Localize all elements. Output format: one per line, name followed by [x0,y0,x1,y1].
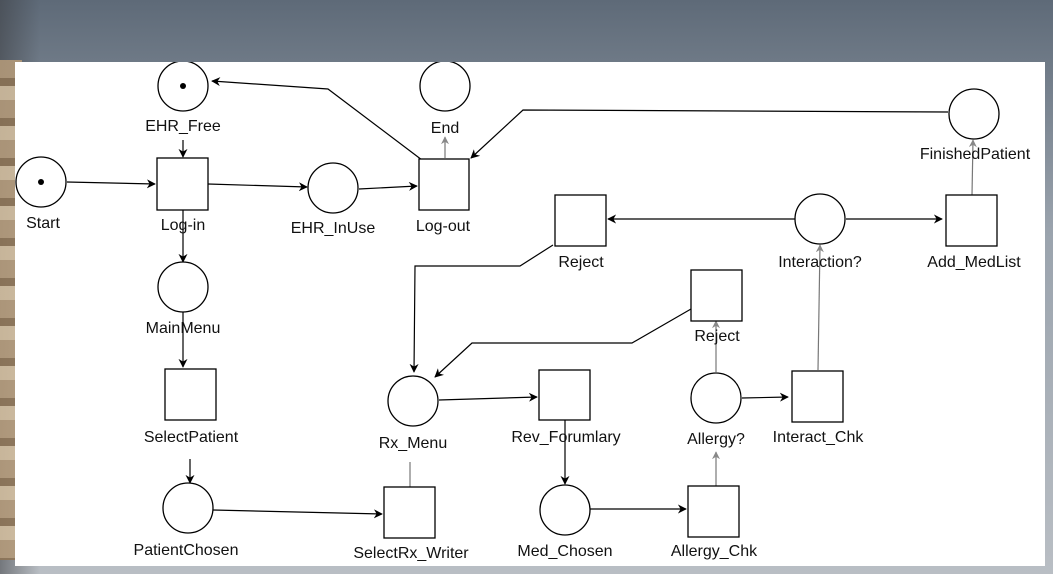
label-ehr-inuse: EHR_InUse [291,220,376,237]
label-ehr-free: EHR_Free [145,118,221,135]
arc-ehr-inuse-to-logout [359,186,417,189]
place-med-chosen[interactable] [540,485,590,535]
label-select-patient: SelectPatient [144,429,239,446]
label-login: Log-in [161,217,205,234]
label-interaction-q: Interaction? [778,254,862,271]
arc-reject-to-rx-menu-2 [414,245,553,372]
label-rx-menu: Rx_Menu [379,435,447,452]
label-rev-formulary: Rev_Forumlary [511,429,620,446]
token-ehr-free [180,83,186,89]
arc-finished-patient-to-logout [471,110,948,158]
arc-patient-chosen-to-select-rx-writer [213,510,382,514]
label-reject-1: Reject [558,254,604,271]
place-main-menu[interactable] [158,262,208,312]
transition-login[interactable] [157,158,208,210]
label-select-rx-writer: SelectRx_Writer [353,545,469,562]
place-patient-chosen[interactable] [163,483,213,533]
token-start [38,179,44,185]
petri-net-canvas[interactable]: EHR_Free Start Log-in EHR_InUse End Log-… [15,62,1045,566]
label-finished-patient: FinishedPatient [920,146,1031,163]
arc-reject-to-rx-menu [435,309,691,377]
label-allergy-q: Allergy? [687,431,745,448]
place-rx-menu[interactable] [388,376,438,426]
place-allergy-q[interactable] [691,373,741,423]
place-end[interactable] [420,62,470,111]
place-finished-patient[interactable] [949,89,999,139]
transition-logout[interactable] [419,159,469,210]
transition-rev-formulary[interactable] [539,370,590,420]
place-interaction-q[interactable] [795,194,845,244]
label-add-medlist: Add_MedList [927,254,1021,271]
arc-logout-to-ehr-free [212,81,422,160]
arc-login-to-ehr-inuse [208,184,307,187]
arc-start-to-login [67,182,155,184]
transition-interact-chk[interactable] [792,371,843,422]
place-ehr-inuse[interactable] [308,163,358,213]
label-interact-chk: Interact_Chk [773,429,865,446]
label-logout: Log-out [416,218,471,235]
transition-add-medlist[interactable] [946,195,997,246]
label-reject-2: Reject [694,328,740,345]
label-end: End [431,120,459,137]
arc-allergy-q-to-interact-chk [742,397,788,398]
label-main-menu: MainMenu [146,320,221,337]
label-allergy-chk: Allergy_Chk [671,543,758,560]
petri-net-diagram: EHR_Free Start Log-in EHR_InUse End Log-… [15,62,1045,566]
arc-rx-menu-to-rev-formulary [439,397,537,400]
transitions [157,158,997,538]
transition-select-rx-writer[interactable] [384,487,435,538]
transition-reject-1[interactable] [555,195,606,246]
label-med-chosen: Med_Chosen [517,543,612,560]
label-patient-chosen: PatientChosen [134,542,239,559]
label-start: Start [26,215,60,232]
transition-allergy-chk[interactable] [688,486,739,537]
transition-reject-2[interactable] [691,270,742,321]
transition-select-patient[interactable] [165,369,216,420]
